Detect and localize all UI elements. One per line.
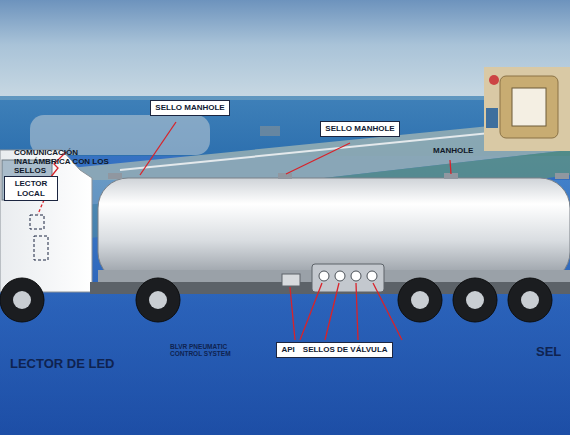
part-label: SEL bbox=[536, 345, 561, 360]
label-box: LECTOR LOCAL bbox=[4, 176, 58, 201]
box-text: SELLO MANHOLE bbox=[325, 124, 394, 133]
label-box: API SELLOS DE VÁLVULA bbox=[276, 342, 393, 358]
part-label: COMUNICACIÓN INALÁMBRICA CON LOS SELLOS bbox=[14, 148, 126, 176]
box-text: SELLO MANHOLE bbox=[155, 103, 224, 112]
box-text: LECTOR LOCAL bbox=[9, 179, 53, 197]
box-text: SELLOS DE VÁLVULA bbox=[303, 345, 388, 354]
box-text: API bbox=[281, 345, 294, 354]
part-label: BLVR PNEUMATIC CONTROL SYSTEM bbox=[170, 343, 248, 358]
label-box: SELLO MANHOLE bbox=[320, 121, 400, 137]
part-label: LECTOR DE LED bbox=[10, 357, 115, 372]
part-label: MANHOLE bbox=[433, 146, 473, 155]
label-box: SELLO MANHOLE bbox=[150, 100, 230, 116]
